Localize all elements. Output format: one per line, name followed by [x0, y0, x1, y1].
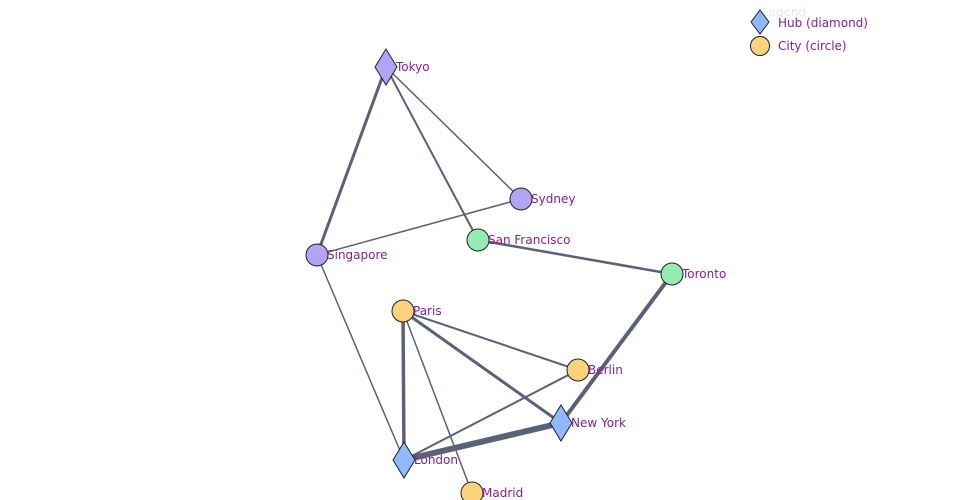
legend-item-city: City (circle) — [778, 39, 847, 53]
legend-diamond-icon — [750, 9, 770, 35]
diamond-marker-icon — [549, 404, 573, 442]
node-label: Toronto — [681, 267, 726, 281]
node-label: London — [414, 453, 458, 467]
edge-london-newyork — [403, 420, 562, 463]
circle-marker-icon — [391, 299, 415, 323]
edge-sanfrancisco-toronto — [477, 238, 673, 276]
edge-paris-newyork — [402, 309, 562, 425]
circle-marker-icon — [466, 228, 490, 252]
node-berlin[interactable]: Berlin — [566, 358, 623, 382]
node-label: San Francisco — [488, 233, 570, 247]
node-sanfrancisco[interactable]: San Francisco — [466, 228, 570, 252]
node-tokyo[interactable]: Tokyo — [374, 48, 430, 86]
node-paris[interactable]: Paris — [391, 299, 442, 323]
edge-tokyo-sydney — [385, 66, 522, 200]
node-label: Paris — [413, 304, 442, 318]
node-label: Tokyo — [395, 60, 430, 74]
edge-berlin-london — [403, 369, 579, 461]
legend-circle-icon — [750, 36, 770, 56]
edge-toronto-newyork — [559, 272, 674, 425]
circle-marker-icon — [460, 481, 484, 500]
node-label: Berlin — [588, 363, 623, 377]
node-madrid[interactable]: Madrid — [460, 481, 523, 500]
node-label: New York — [571, 416, 626, 430]
node-sydney[interactable]: Sydney — [509, 187, 575, 211]
node-singapore[interactable]: Singapore — [305, 243, 388, 267]
diamond-marker-icon — [392, 441, 416, 479]
edge-sydney-singapore — [316, 198, 522, 256]
edge-paris-london — [401, 310, 406, 461]
circle-marker-icon — [509, 187, 533, 211]
circle-marker-icon — [660, 262, 684, 286]
edge-tokyo-sanfrancisco — [385, 66, 479, 241]
legend-title: Legend — [762, 5, 806, 19]
edge-singapore-london — [316, 254, 405, 461]
circle-marker-icon — [305, 243, 329, 267]
node-label: Madrid — [482, 486, 523, 500]
node-london[interactable]: London — [392, 441, 458, 479]
legend[interactable]: Legend Hub (diamond) City (circle) — [750, 5, 868, 56]
edge-paris-madrid — [402, 310, 473, 494]
circle-marker-icon — [566, 358, 590, 382]
edge-paris-berlin — [402, 310, 579, 371]
edge-tokyo-singapore — [315, 66, 388, 256]
node-label: Sydney — [531, 192, 575, 206]
edges-layer — [315, 66, 674, 494]
node-toronto[interactable]: Toronto — [660, 262, 726, 286]
legend-item-hub: Hub (diamond) — [778, 16, 868, 30]
node-newyork[interactable]: New York — [549, 404, 626, 442]
diamond-marker-icon — [374, 48, 398, 86]
node-label: Singapore — [327, 248, 388, 262]
